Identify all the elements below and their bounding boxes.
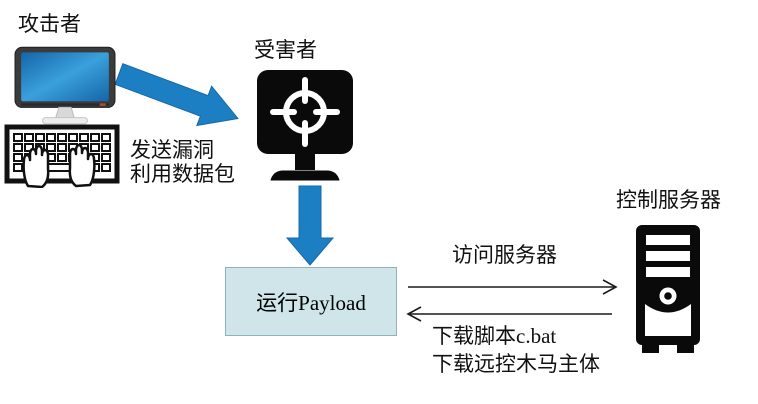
server-tower-icon (636, 225, 700, 353)
infect-arrow (285, 185, 335, 266)
victim-label: 受害者 (254, 38, 317, 62)
keyboard-typing-hands-icon (4, 124, 120, 188)
download-arrow (406, 306, 612, 322)
server-label: 控制服务器 (616, 188, 721, 212)
access-arrow-label: 访问服务器 (452, 243, 557, 267)
victim-target-monitor-icon (257, 70, 353, 181)
exploit-arrow-label-line2: 利用数据包 (130, 162, 235, 187)
exploit-arrow (114, 63, 239, 127)
payload-node: 运行Payload (225, 267, 397, 336)
exploit-arrow-label-line1: 发送漏洞 (130, 138, 214, 162)
payload-label: 运行Payload (256, 290, 366, 315)
download-label-line1: 下载脚本c.bat (432, 324, 557, 348)
attacker-label: 攻击者 (18, 12, 81, 36)
download-label-line2: 下载远控木马主体 (432, 352, 600, 376)
exploit-arrow-label: 发送漏洞 利用数据包 (130, 138, 235, 186)
attacker-monitor-icon (14, 46, 116, 125)
access-arrow (408, 279, 618, 295)
